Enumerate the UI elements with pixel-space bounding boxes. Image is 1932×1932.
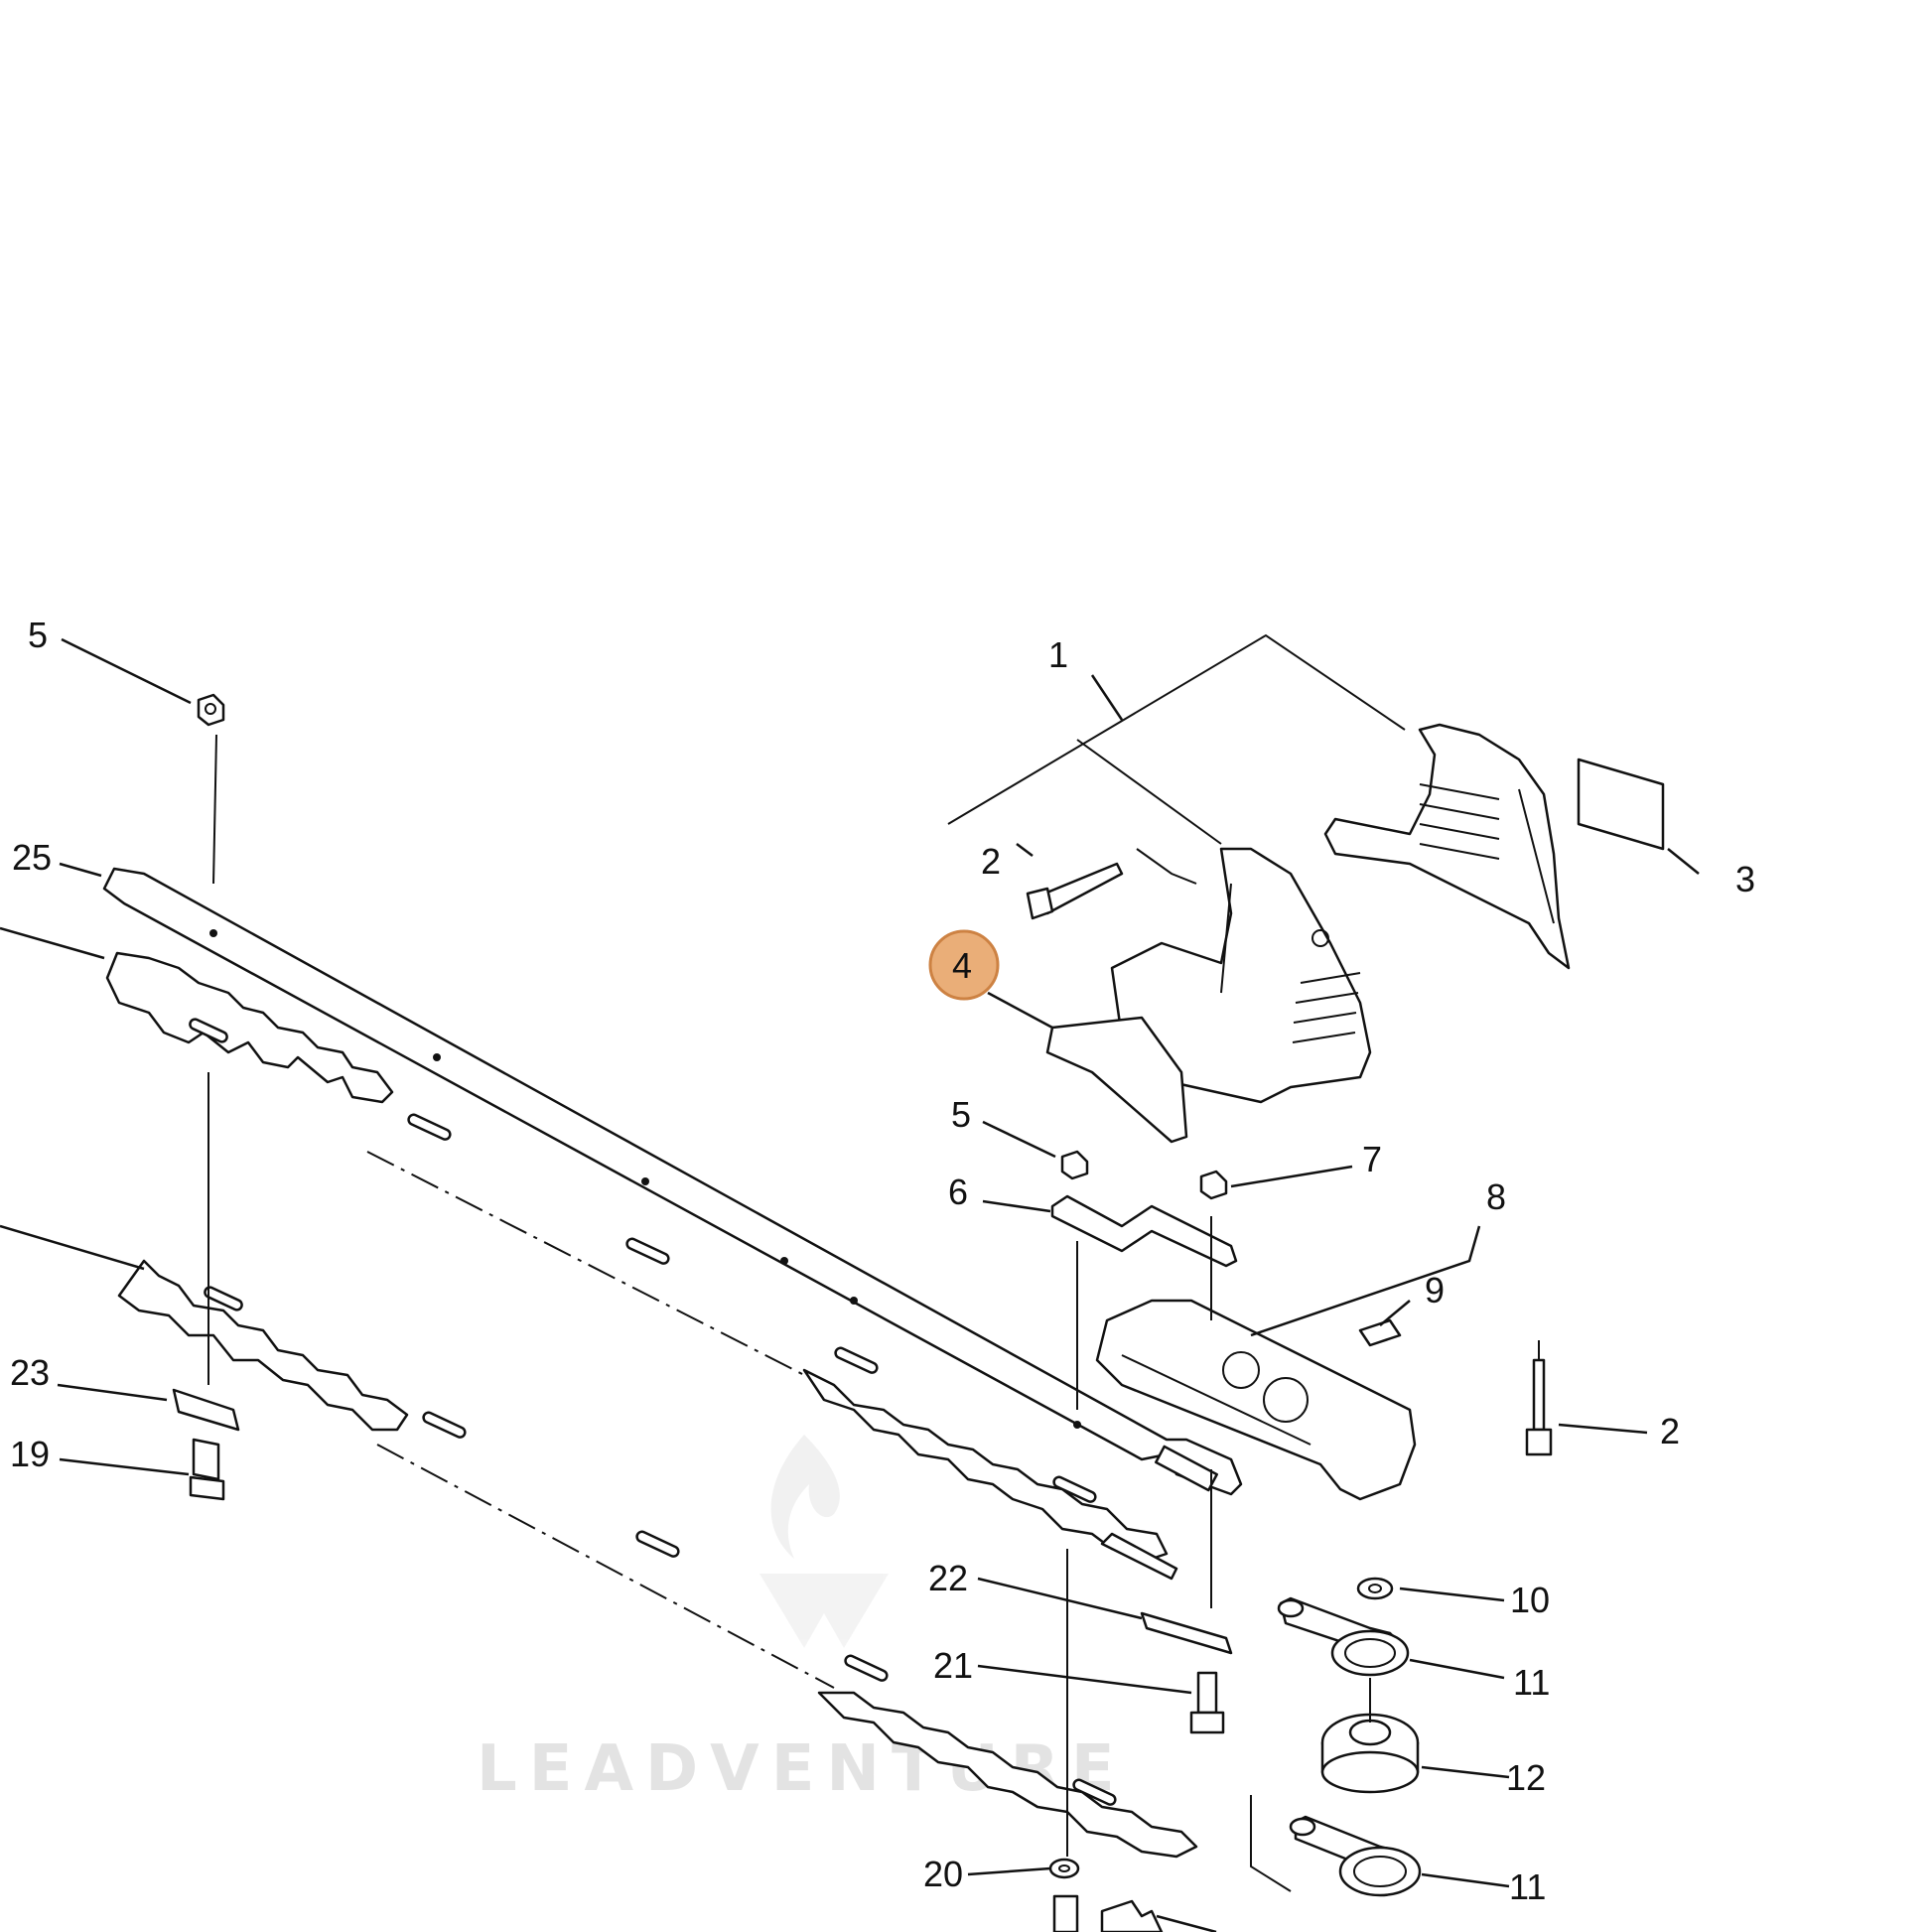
callout-22[interactable]: 22 xyxy=(928,1558,968,1598)
callout-5-left[interactable]: 5 xyxy=(28,615,48,655)
part-nut-5-left xyxy=(197,693,225,885)
callout-11-lower[interactable]: 11 xyxy=(1509,1866,1546,1907)
part-crank-11-upper xyxy=(1277,1596,1410,1677)
callout-4[interactable]: 4 xyxy=(952,945,972,986)
part-bolt-21 xyxy=(1189,1671,1225,1734)
flame-logo-icon xyxy=(759,1435,889,1648)
callout-11-upper[interactable]: 11 xyxy=(1513,1662,1550,1703)
leader-lines xyxy=(0,637,1700,1932)
part-crank-11-lower xyxy=(1250,1795,1422,1897)
callout-23[interactable]: 23 xyxy=(10,1352,50,1393)
lower-blade xyxy=(117,1259,1198,1859)
part-bracket-6 xyxy=(1050,1194,1238,1410)
blade-guide-bar xyxy=(102,867,1243,1496)
part-washer-10 xyxy=(1356,1577,1394,1600)
callout-1[interactable]: 1 xyxy=(1048,634,1068,675)
callout-20[interactable]: 20 xyxy=(923,1854,963,1894)
part-pad-4 xyxy=(1045,1016,1188,1144)
callout-highlight xyxy=(928,929,1000,1001)
callout-2-top[interactable]: 2 xyxy=(981,841,1001,882)
part-bolt-19 xyxy=(189,1438,225,1501)
part-nut-7 xyxy=(1199,1170,1228,1200)
part-washer-22 xyxy=(1140,1469,1233,1655)
part-nut-5-right xyxy=(1060,1150,1089,1180)
part-washer-23 xyxy=(172,1072,240,1432)
callout-12[interactable]: 12 xyxy=(1506,1757,1546,1798)
callout-6[interactable]: 6 xyxy=(948,1172,968,1212)
upper-blade xyxy=(105,951,1178,1581)
callout-8[interactable]: 8 xyxy=(1486,1176,1506,1217)
part-gear-12 xyxy=(1320,1678,1420,1794)
callout-10[interactable]: 10 xyxy=(1510,1580,1550,1620)
callout-7[interactable]: 7 xyxy=(1362,1139,1382,1179)
callout-2-right[interactable]: 2 xyxy=(1660,1411,1680,1451)
callout-labels: 1 2 2 3 4 5 5 6 7 8 9 10 11 11 12 19 20 … xyxy=(10,615,1755,1907)
callout-25[interactable]: 25 xyxy=(12,837,52,878)
gear-case-cover xyxy=(947,633,1665,1104)
part-screw-2-top xyxy=(1026,848,1197,920)
callout-3[interactable]: 3 xyxy=(1735,859,1755,899)
part-screw-2-right xyxy=(1525,1340,1553,1456)
gear-case xyxy=(1095,1216,1417,1501)
callout-21[interactable]: 21 xyxy=(933,1645,973,1686)
part-bracket-bottom xyxy=(1100,1899,1164,1932)
callout-19[interactable]: 19 xyxy=(10,1434,50,1474)
part-grease-fitting-9 xyxy=(1358,1318,1402,1347)
callout-5-right[interactable]: 5 xyxy=(951,1094,971,1135)
callout-9[interactable]: 9 xyxy=(1425,1270,1445,1311)
